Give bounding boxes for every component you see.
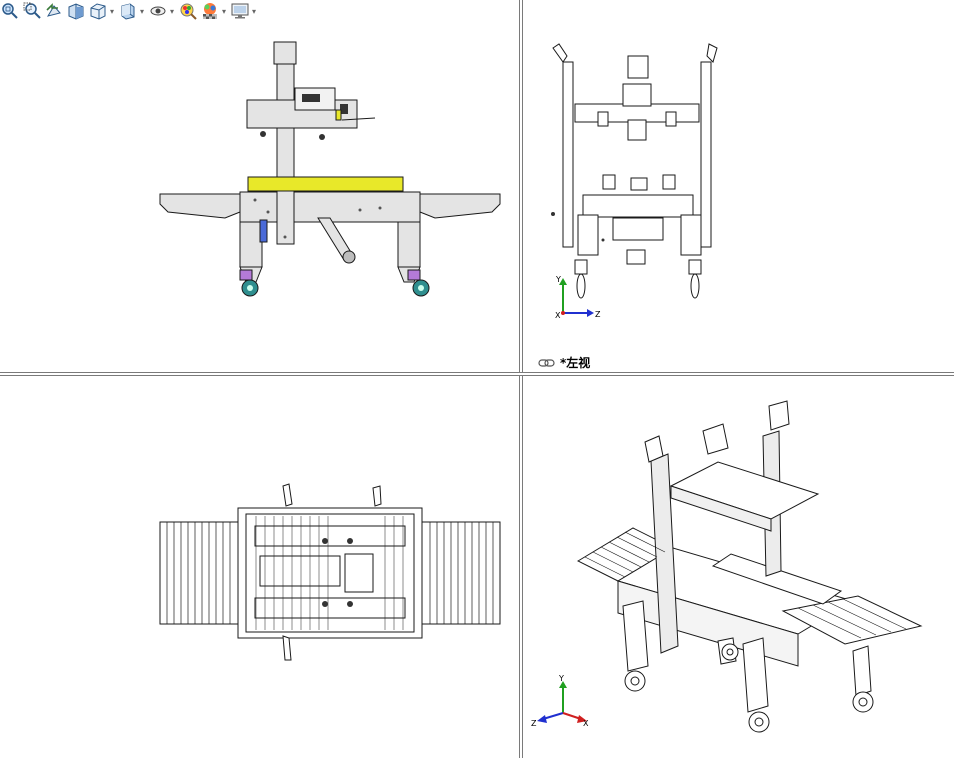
viewport-front[interactable]: [0, 22, 519, 372]
zoom-to-area-button[interactable]: [22, 1, 42, 21]
iso-axis-z-label: Z: [531, 719, 537, 728]
front-view-model: [159, 41, 501, 297]
viewport-isometric[interactable]: Y Z X: [523, 376, 954, 758]
view-orientation-icon: [90, 3, 106, 20]
section-view-icon: [68, 3, 84, 20]
iso-axis-x-label: X: [583, 719, 589, 728]
view-link-icon[interactable]: [538, 358, 556, 368]
viewport-name-label: *左视: [538, 354, 590, 371]
iso-axis-y-label: Y: [558, 674, 564, 683]
left-view-model: Y Z X: [551, 43, 718, 320]
viewport-horizontal-splitter[interactable]: [0, 372, 954, 376]
top-view-model: [159, 483, 501, 661]
display-style-button[interactable]: ▾: [118, 1, 146, 21]
axis-y-label: Y: [555, 275, 561, 284]
previous-view-icon: [46, 3, 61, 17]
axis-triad-left-view: [559, 278, 594, 317]
apply-scene-dropdown-icon[interactable]: ▾: [221, 6, 226, 16]
section-view-button[interactable]: [66, 1, 86, 21]
apply-scene-icon: [203, 3, 217, 19]
view-settings-button[interactable]: ▾: [230, 1, 258, 21]
edit-appearance-button[interactable]: [178, 1, 198, 21]
zoom-to-fit-icon: [2, 3, 18, 19]
viewport-left[interactable]: Y Z X: [523, 0, 954, 372]
zoom-to-fit-button[interactable]: [0, 1, 20, 21]
view-orientation-dropdown-icon[interactable]: ▾: [109, 6, 114, 16]
heads-up-view-toolbar: ▾ ▾ ▾ ▾ ▾: [0, 0, 330, 22]
edit-appearance-icon: [180, 3, 197, 20]
display-style-dropdown-icon[interactable]: ▾: [139, 6, 144, 16]
viewport-top[interactable]: [0, 376, 519, 758]
hide-show-items-button[interactable]: ▾: [148, 1, 176, 21]
axis-triad-isometric-view: [537, 681, 587, 723]
axis-z-label: Z: [595, 310, 601, 319]
apply-scene-button[interactable]: ▾: [200, 1, 228, 21]
hide-show-items-icon: [150, 6, 166, 16]
view-settings-dropdown-icon[interactable]: ▾: [251, 6, 256, 16]
previous-view-button[interactable]: [44, 1, 64, 21]
view-name-text: *左视: [560, 356, 591, 370]
monitor-icon: [231, 3, 249, 19]
viewport-vertical-splitter[interactable]: [519, 0, 523, 758]
display-style-icon: [121, 3, 135, 20]
isometric-view-model: Y Z X: [531, 400, 923, 733]
zoom-to-area-icon: [23, 2, 41, 19]
axis-x-label: X: [555, 311, 561, 320]
view-orientation-button[interactable]: ▾: [88, 1, 116, 21]
hide-show-items-dropdown-icon[interactable]: ▾: [169, 6, 174, 16]
